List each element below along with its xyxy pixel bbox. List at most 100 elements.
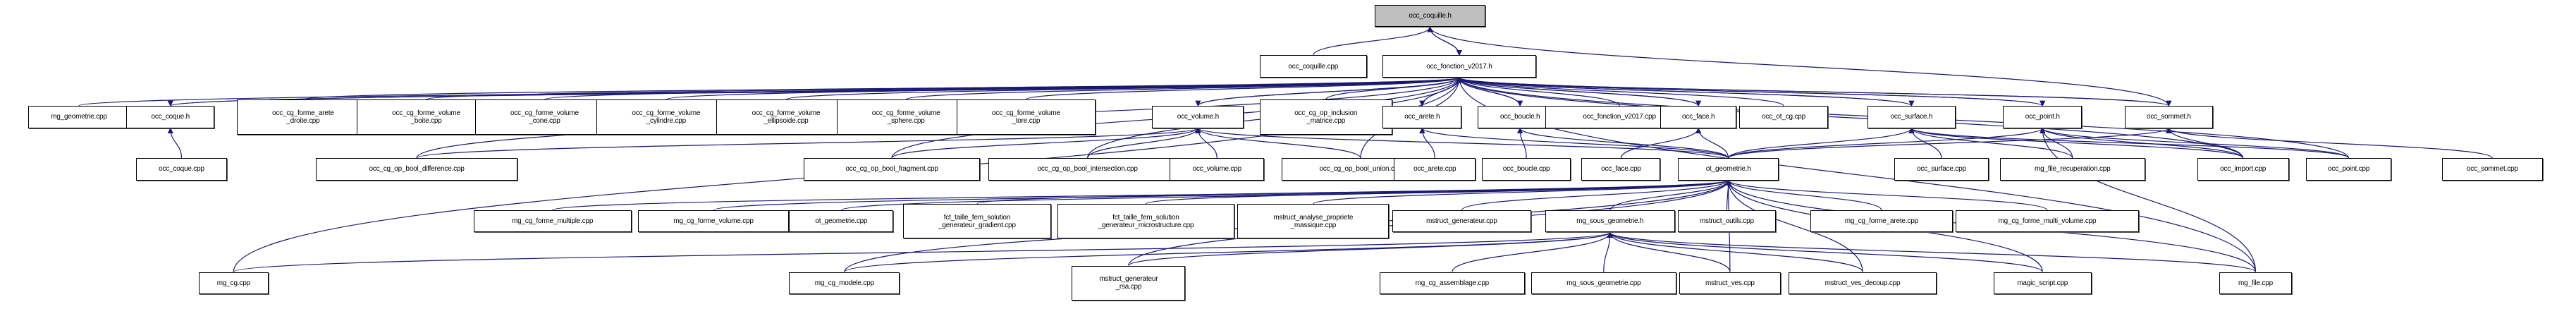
edge-mstruct-ves-cpp-to-mg-sous-geometrie-h [1607, 231, 1731, 272]
graph-node-mg-geometrie-cpp[interactable]: mg_geometrie.cpp [28, 106, 130, 128]
edge-ot-geometrie-h-to-occ-volume-h [1195, 127, 1729, 159]
edge-ot-geometrie-h-to-occ-arete-h [1419, 127, 1729, 159]
graph-node-ot-geometrie-h[interactable]: ot_geometrie.h [1678, 158, 1779, 181]
graph-node-occ-import-cpp[interactable]: occ_import.cpp [2197, 158, 2289, 181]
edge-occ-cg-op-inclusion-matrice-cpp-to-occ-fonction-v2017-h [1325, 76, 1463, 100]
graph-node-occ-point-cpp[interactable]: occ_point.cpp [2306, 158, 2392, 181]
edge-occ-cg-op-bool-union-cpp-to-occ-volume-h [1195, 127, 1361, 159]
graph-node-mg-file-recuperation-cpp[interactable]: mg_file_recuperation.cpp [1999, 158, 2145, 181]
graph-node-occ-cg-forme-arete-droite-cpp[interactable]: occ_cg_forme_arete _droite.cpp [236, 99, 369, 135]
edge-mstruct-generateur-rsa-cpp-to-mg-sous-geometrie-h [1128, 231, 1613, 267]
edge-occ-sommet-cpp-to-occ-sommet-h [2166, 127, 2493, 159]
graph-node-mg-cg-forme-volume-cpp[interactable]: mg_cg_forme_volume.cpp [637, 210, 790, 233]
edge-occ-fonction-v2017-h-to-occ-point-h [1459, 77, 2046, 107]
graph-node-occ-sommet-h[interactable]: occ_sommet.h [2124, 106, 2214, 128]
graph-node-mstruct-generateur-rsa-cpp[interactable]: mstruct_generateur _rsa.cpp [1072, 265, 1186, 301]
edge-ot-geometrie-h-to-occ-sommet-h [1728, 127, 2172, 159]
graph-node-occ-fonction-v2017-h[interactable]: occ_fonction_v2017.h [1382, 55, 1536, 78]
graph-node-mstruct-ves-decoup-cpp[interactable]: mstruct_ves_decoup.cpp [1788, 272, 1937, 294]
graph-node-occ-arete-h[interactable]: occ_arete.h [1382, 106, 1462, 128]
graph-node-occ-sommet-cpp[interactable]: occ_sommet.cpp [2441, 158, 2543, 181]
graph-node-mg-cg-modele-cpp[interactable]: mg_cg_modele.cpp [789, 272, 900, 294]
graph-node-fct-taille-fem-solution-generateur-microstructure-cpp[interactable]: fct_taille_fem_solution _generateur_micr… [1057, 204, 1234, 239]
graph-node-mg-cg-forme-arete-cpp[interactable]: mg_cg_forme_arete.cpp [1810, 210, 1953, 233]
graph-node-occ-face-cpp[interactable]: occ_face.cpp [1581, 158, 1661, 181]
graph-node-mg-cg-cpp[interactable]: mg_cg.cpp [199, 272, 269, 294]
graph-node-mg-cg-forme-multiple-cpp[interactable]: mg_cg_forme_multiple.cpp [473, 210, 632, 233]
edge-ot-geometrie-h-to-occ-face-h [1695, 127, 1729, 159]
edge-occ-coque-cpp-to-occ-coque-h [167, 127, 183, 159]
graph-node-occ-cg-op-bool-difference-cpp[interactable]: occ_cg_op_bool_difference.cpp [315, 158, 518, 181]
edge-occ-cg-forme-volume-sphere-cpp-to-occ-fonction-v2017-h [905, 76, 1462, 100]
edge-occ-cg-forme-volume-cylindre-cpp-to-occ-fonction-v2017-h [666, 76, 1462, 100]
graph-node-occ-volume-h[interactable]: occ_volume.h [1152, 106, 1244, 128]
edge-occ-cg-forme-volume-tore-cpp-to-occ-fonction-v2017-h [1025, 76, 1462, 100]
edge-occ-import-cpp-to-occ-fonction-v2017-h [1456, 76, 2244, 159]
edge-occ-import-cpp-to-occ-surface-h [1908, 127, 2244, 159]
edge-fct-taille-fem-solution-generateur-microstructure-cpp-to-ot-geometrie-h [1145, 179, 1731, 205]
edge-occ-fonction-v2017-h-to-occ-face-h [1459, 77, 1702, 107]
graph-node-mstruct-ves-cpp[interactable]: mstruct_ves.cpp [1679, 272, 1781, 294]
edge-mg-cg-cpp-to-mg-sous-geometrie-h [233, 231, 1613, 273]
graph-node-occ-surface-h[interactable]: occ_surface.h [1867, 106, 1956, 128]
edge-mstruct-analyse-propriete-massique-cpp-to-ot-geometrie-h [1313, 179, 1731, 205]
edge-ot-geometrie-h-to-occ-point-h [1728, 127, 2046, 159]
graph-node-occ-ot-cg-cpp[interactable]: occ_ot_cg.cpp [1739, 106, 1828, 128]
graph-node-occ-surface-cpp[interactable]: occ_surface.cpp [1894, 158, 1989, 181]
graph-node-mstruct-outils-cpp[interactable]: mstruct_outils.cpp [1678, 210, 1776, 233]
graph-node-ot-geometrie-cpp[interactable]: ot_geometrie.cpp [789, 210, 894, 233]
edge-mg-cg-forme-multi-volume-cpp-to-ot-geometrie-h [1725, 179, 2048, 211]
edge-occ-cg-op-bool-intersection-cpp-to-occ-volume-h [1087, 127, 1201, 159]
edge-mg-cg-forme-arete-cpp-to-ot-geometrie-h [1725, 179, 1882, 211]
graph-node-mg-sous-geometrie-h[interactable]: mg_sous_geometrie.h [1545, 210, 1675, 233]
graph-node-occ-coque-cpp[interactable]: occ_coque.cpp [135, 158, 228, 181]
edge-magic-script-cpp-to-mg-sous-geometrie-h [1607, 231, 2043, 273]
graph-node-occ-arete-cpp[interactable]: occ_arete.cpp [1394, 158, 1476, 181]
graph-node-occ-cg-forme-volume-cone-cpp[interactable]: occ_cg_forme_volume _cone.cpp [474, 99, 614, 135]
graph-node-occ-cg-forme-volume-boite-cpp[interactable]: occ_cg_forme_volume _boite.cpp [357, 99, 496, 135]
graph-node-occ-volume-cpp[interactable]: occ_volume.cpp [1170, 158, 1265, 181]
edge-ot-geometrie-h-to-occ-surface-h [1728, 127, 1915, 159]
graph-node-occ-cg-op-bool-fragment-cpp[interactable]: occ_cg_op_bool_fragment.cpp [803, 158, 981, 181]
graph-node-mg-cg-assemblage-cpp[interactable]: mg_cg_assemblage.cpp [1379, 272, 1525, 294]
graph-node-occ-cg-forme-volume-ellipsoide-cpp[interactable]: occ_cg_forme_volume _ellipsoide.cpp [716, 99, 856, 135]
graph-node-occ-coque-h[interactable]: occ_coque.h [126, 106, 215, 128]
graph-node-occ-cg-op-bool-intersection-cpp[interactable]: occ_cg_op_bool_intersection.cpp [988, 158, 1187, 181]
edge-mstruct-ves-decoup-cpp-to-mg-sous-geometrie-h [1607, 231, 1863, 272]
graph-node-mstruct-analyse-propriete-massique-cpp[interactable]: mstruct_analyse_propriete _massique.cpp [1237, 204, 1390, 239]
edge-occ-coquille-cpp-to-occ-coquille-h [1313, 26, 1433, 56]
edge-mg-file-cpp-to-occ-point-h [2040, 127, 2257, 272]
edge-occ-fonction-v2017-h-to-occ-sommet-h [1459, 77, 2172, 107]
edge-occ-cg-forme-volume-ellipsoide-cpp-to-occ-fonction-v2017-h [785, 76, 1462, 100]
edge-occ-import-cpp-to-occ-point-h [2040, 127, 2244, 159]
edge-fct-taille-fem-solution-generateur-gradient-cpp-to-ot-geometrie-h [976, 179, 1731, 205]
graph-node-occ-point-h[interactable]: occ_point.h [2003, 106, 2083, 128]
graph-node-occ-coquille-cpp[interactable]: occ_coquille.cpp [1259, 55, 1367, 78]
graph-node-mg-cg-forme-multi-volume-cpp[interactable]: mg_cg_forme_multi_volume.cpp [1956, 210, 2139, 233]
graph-node-fct-taille-fem-solution-generateur-gradient-cpp[interactable]: fct_taille_fem_solution _generateur_grad… [902, 204, 1052, 239]
edge-occ-cg-forme-volume-cone-cpp-to-occ-fonction-v2017-h [544, 76, 1462, 100]
edge-mg-file-recuperation-cpp-to-occ-surface-h [1908, 127, 2073, 159]
graph-node-mstruct-generateur-cpp[interactable]: mstruct_generateur.cpp [1392, 210, 1531, 233]
graph-node-occ-boucle-cpp[interactable]: occ_boucle.cpp [1482, 158, 1571, 181]
graph-node-occ-cg-forme-volume-cylindre-cpp[interactable]: occ_cg_forme_volume _cylindre.cpp [596, 99, 736, 135]
graph-node-occ-cg-op-inclusion-matrice-cpp[interactable]: occ_cg_op_inclusion _matrice.cpp [1259, 99, 1392, 135]
edge-occ-face-cpp-to-occ-face-h [1620, 127, 1702, 159]
edge-mg-cg-assemblage-cpp-to-mg-sous-geometrie-h [1452, 231, 1613, 272]
graph-node-occ-coquille-h[interactable]: occ_coquille.h [1375, 4, 1485, 28]
edge-occ-point-cpp-to-occ-surface-h [1908, 127, 2350, 159]
graph-node-occ-cg-forme-volume-tore-cpp[interactable]: occ_cg_forme_volume _tore.cpp [956, 99, 1096, 135]
edge-mstruct-generateur-cpp-to-ot-geometrie-h [1461, 179, 1731, 211]
edge-occ-fonction-v2017-h-to-occ-surface-h [1459, 77, 1915, 107]
graph-node-occ-face-h[interactable]: occ_face.h [1660, 106, 1736, 128]
edge-occ-import-cpp-to-occ-sommet-h [2166, 127, 2244, 159]
graph-node-occ-cg-forme-volume-sphere-cpp[interactable]: occ_cg_forme_volume _sphere.cpp [836, 99, 976, 135]
graph-node-mg-sous-geometrie-cpp[interactable]: mg_sous_geometrie.cpp [1531, 272, 1676, 294]
edge-occ-cg-forme-arete-droite-cpp-to-occ-fonction-v2017-h [302, 76, 1462, 100]
graph-node-mg-file-cpp[interactable]: mg_file.cpp [2219, 272, 2292, 294]
edge-occ-fonction-v2017-cpp-to-occ-fonction-v2017-h [1456, 76, 1620, 107]
edge-mstruct-ves-decoup-cpp-to-ot-geometrie-h [1725, 179, 1863, 272]
edge-occ-point-cpp-to-occ-point-h [2040, 127, 2350, 159]
graph-node-magic-script-cpp[interactable]: magic_script.cpp [1993, 272, 2092, 294]
